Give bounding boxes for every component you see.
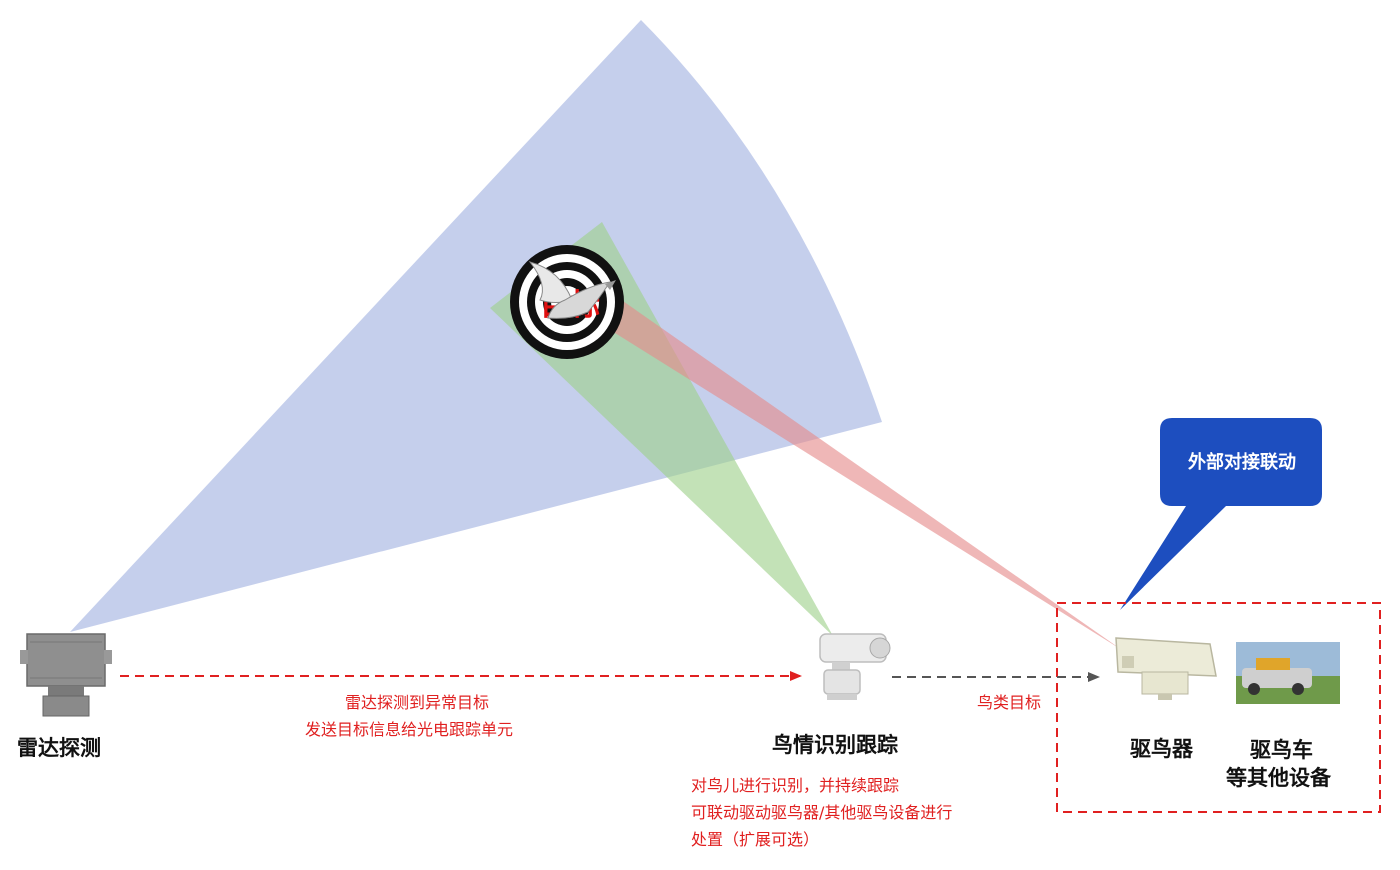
- radar-beam: [70, 20, 882, 632]
- tracker-note-line3: 处置（扩展可选）: [691, 830, 820, 849]
- bird-repeller-icon: [1115, 637, 1217, 700]
- tracker-label: 鸟情识别跟踪: [772, 733, 898, 757]
- vehicle-label-line2: 等其他设备: [1226, 766, 1331, 790]
- bird-repelling-vehicle-photo: [1236, 642, 1340, 704]
- callout-bubble: [1120, 418, 1322, 610]
- equipment-group-box: [1056, 602, 1381, 813]
- repeller-label: 驱鸟器: [1130, 737, 1193, 761]
- tracker-camera-icon: [819, 633, 891, 700]
- vehicle-label-line1: 驱鸟车: [1250, 738, 1313, 762]
- tracker-note-line1: 对鸟儿进行识别，并持续跟踪: [691, 776, 900, 795]
- radar-label: 雷达探测: [17, 736, 101, 760]
- radar-device-icon: [20, 633, 112, 717]
- radar-to-tracker-label-line1: 雷达探测到异常目标: [345, 693, 490, 712]
- bird-icon: [528, 261, 616, 319]
- tracker-to-repeller-label: 鸟类目标: [977, 693, 1042, 712]
- radar-to-tracker-label-line2: 发送目标信息给光电跟踪单元: [305, 720, 514, 739]
- tracker-note-line2: 可联动驱动驱鸟器/其他驱鸟设备进行: [691, 803, 953, 822]
- callout-label: 外部对接联动: [1188, 452, 1296, 473]
- repeller-beam: [575, 285, 1122, 650]
